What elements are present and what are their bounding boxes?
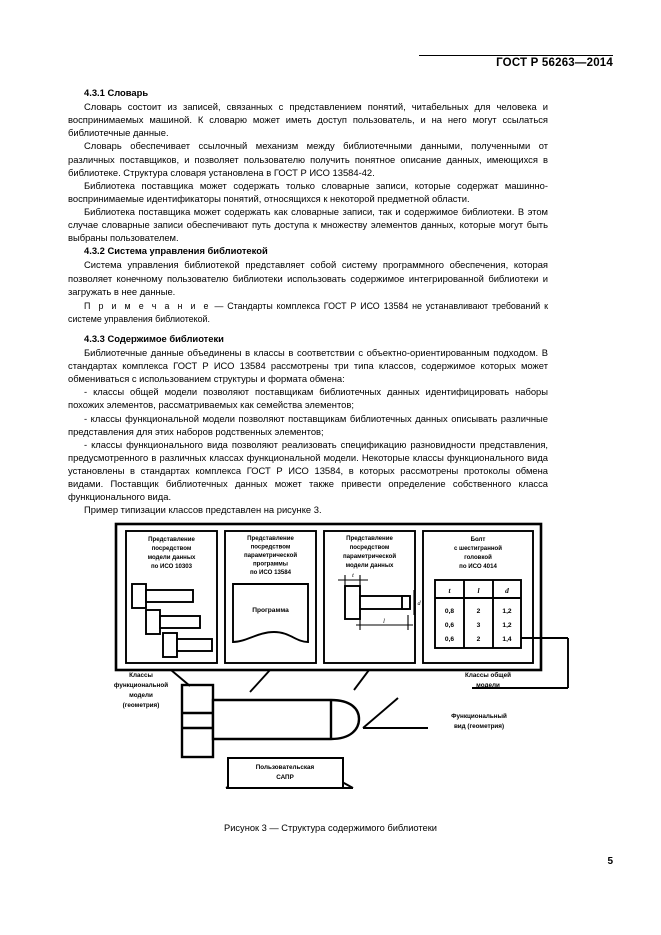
user-cad-label-line-2: САПР — [276, 774, 294, 781]
paragraph-431-1: Словарь состоит из записей, связанных с … — [68, 101, 548, 139]
figure-caption: Рисунок 3 — Структура содержимого библио… — [224, 823, 437, 833]
table-cell-r2c3: 1,2 — [502, 622, 511, 629]
table-cell-r3c1: 0,6 — [445, 636, 454, 643]
functional-model-label-line-2: функциональной — [114, 681, 168, 689]
panel2-title-line-5: по ИСО 13584 — [250, 569, 292, 576]
panel4-title-line-4: по ИСО 4014 — [459, 563, 497, 570]
panel1-title-line-4: по ИСО 10303 — [151, 563, 193, 570]
table-cell-r3c2: 2 — [477, 636, 481, 643]
standard-header: ГОСТ Р 56263—2014 — [496, 57, 613, 69]
paragraph-433-2: Пример типизации классов представлен на … — [84, 504, 322, 516]
table-header-d: d — [505, 586, 509, 595]
functional-view-label-line-1: Функциональный — [451, 712, 507, 720]
table-cell-r1c2: 2 — [477, 608, 481, 615]
panel1-title-line-3: модели данных — [148, 554, 196, 561]
functional-model-label-line-3: модели — [129, 692, 153, 699]
table-cell-r1c3: 1,2 — [502, 608, 511, 615]
table-cell-r2c1: 0,6 — [445, 622, 454, 629]
panel3-dim-t: t — [352, 572, 354, 579]
panel2-inner-label: Программа — [252, 607, 289, 614]
panel-parametric-program — [224, 530, 317, 664]
user-cad-label-line-1: Пользовательская — [256, 764, 315, 771]
panel1-title-line-1: Представление — [148, 536, 195, 543]
table-header-l: l — [477, 586, 480, 595]
panel-parametric-data-model — [323, 530, 416, 664]
functional-view-label-line-2: вид (геометрия) — [454, 723, 504, 730]
page-number: 5 — [607, 856, 613, 867]
figure-3: Представление посредством модели данных … — [68, 520, 593, 840]
panel4-title-line-2: с шестигранной — [454, 545, 502, 552]
text-column: 4.3.1 Словарь Словарь состоит из записей… — [68, 86, 548, 516]
table-header-t: t — [448, 586, 451, 595]
bullet-433-3: - классы функционального вида позволяют … — [68, 438, 548, 503]
table-cell-r1c1: 0,8 — [445, 608, 454, 615]
bullet-433-2: - классы функциональной модели позволяют… — [68, 412, 548, 437]
panel3-dim-l: l — [383, 618, 385, 625]
note-432: П р и м е ч а н и е — Стандарты комплекс… — [68, 300, 548, 326]
paragraph-433-1: Библиотечные данные объединены в классы … — [68, 347, 548, 385]
note-text: Стандарты комплекса ГОСТ Р ИСО 13584 не … — [68, 300, 548, 324]
bullet-433-1: - классы общей модели позволяют поставщи… — [68, 386, 548, 411]
functional-model-label-line-1: Классы — [129, 672, 153, 679]
panel2-title-line-4: программы — [253, 561, 288, 568]
note-label: П р и м е ч а н и е — [84, 300, 211, 311]
panels-outer-frame — [114, 522, 543, 672]
general-model-label-line-2: модели — [476, 682, 500, 689]
panel3-title-line-3: параметрической — [343, 553, 396, 560]
paragraph-431-4: Библиотека поставщика может содержать ка… — [68, 205, 548, 244]
header-rule — [419, 55, 613, 56]
heading-4-3-3: 4.3.3 Содержимое библиотеки — [84, 332, 224, 344]
heading-4-3-2: 4.3.2 Система управления библиотекой — [84, 245, 268, 257]
library-content-structure-diagram: Представление посредством модели данных … — [114, 522, 569, 789]
paragraph-431-3: Библиотека поставщика может содержать то… — [68, 179, 548, 204]
panel3-title-line-1: Представление — [346, 535, 393, 542]
table-cell-r3c3: 1,4 — [502, 636, 511, 643]
panel2-title-line-3: параметрической — [244, 552, 297, 559]
user-cad-box — [227, 757, 344, 789]
panel4-title-line-1: Болт — [471, 536, 486, 543]
panel4-title-line-3: головкой — [464, 554, 492, 561]
panel2-title-line-1: Представление — [247, 535, 294, 542]
general-model-label-line-1: Классы общей — [465, 671, 511, 679]
panel3-title-line-4: модели данных — [346, 562, 394, 569]
paragraph-432-1: Система управления библиотекой представл… — [68, 259, 548, 297]
table-cell-r2c2: 3 — [477, 622, 481, 629]
panel3-dim-d: d — [417, 600, 421, 607]
central-bolt-shape — [180, 683, 361, 759]
panel-bolt-table — [422, 530, 534, 664]
panel3-title-line-2: посредством — [350, 544, 390, 551]
panel2-title-line-2: посредством — [251, 544, 291, 551]
heading-4-3-1: 4.3.1 Словарь — [84, 87, 149, 98]
panel1-title-line-2: посредством — [152, 545, 192, 552]
panel-data-model — [125, 530, 218, 664]
functional-model-label-line-4: (геометрия) — [123, 702, 160, 709]
paragraph-431-2: Словарь обеспечивает ссылочный механизм … — [68, 140, 548, 178]
note-dash: — — [214, 300, 224, 311]
